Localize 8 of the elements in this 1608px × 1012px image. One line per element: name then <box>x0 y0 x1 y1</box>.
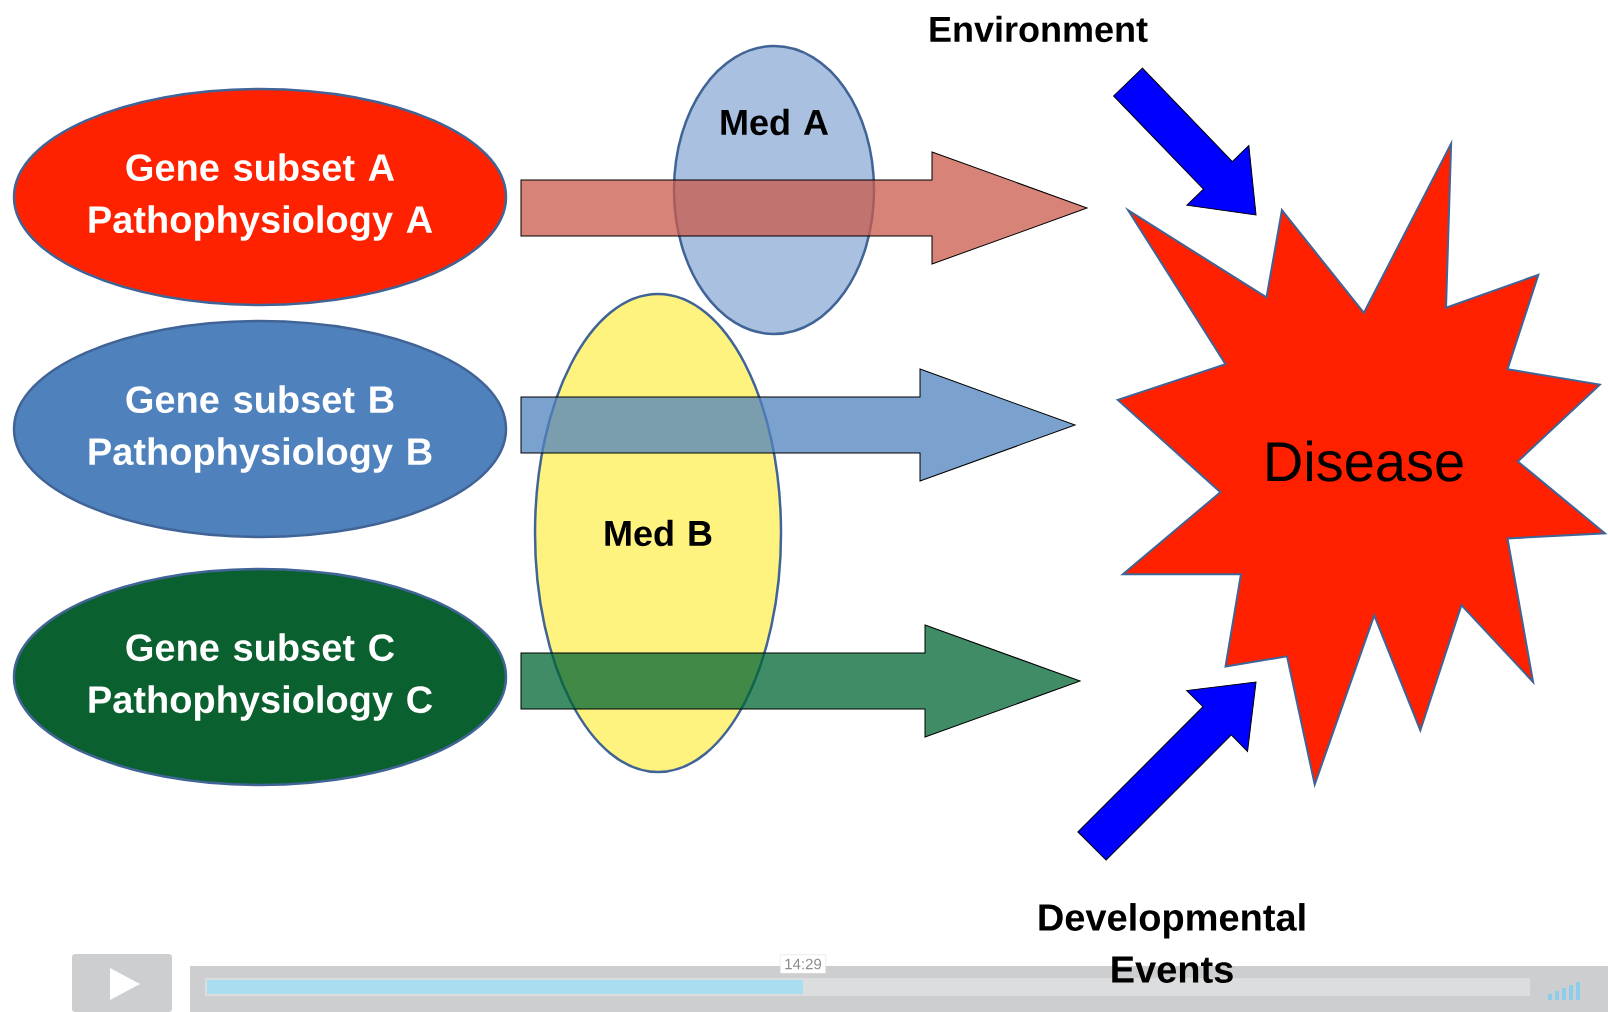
developmental-events-label: Developmental Events <box>1039 903 1305 983</box>
block-arrow <box>520 624 1081 738</box>
time-label: 14:29 <box>780 954 826 974</box>
block-arrow <box>520 368 1076 482</box>
block-arrow <box>1113 67 1257 216</box>
block-arrow <box>1077 681 1257 861</box>
environment-label: Environment <box>930 15 1148 43</box>
block-arrow <box>520 151 1088 265</box>
